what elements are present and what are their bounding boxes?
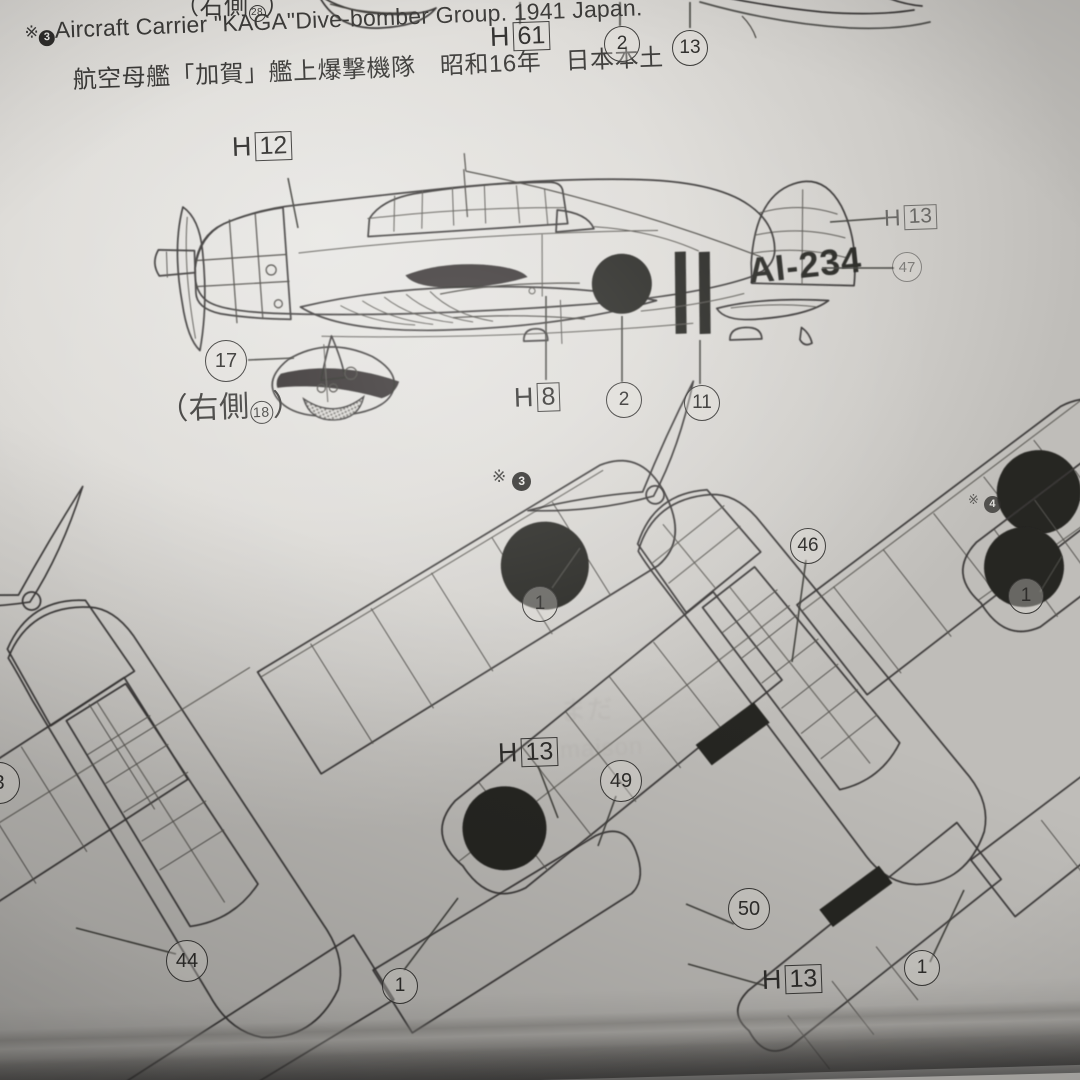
- label-h13-tail: H 13: [884, 204, 938, 231]
- h-number: 8: [535, 382, 561, 413]
- h-prefix: H: [231, 131, 253, 163]
- plan-view-left: [0, 459, 677, 1080]
- scheme-number-3: 3: [38, 29, 56, 46]
- callout-44: 44: [166, 940, 208, 982]
- top-cutoff-artwork: [320, 0, 931, 39]
- label-h12: H 12: [231, 130, 293, 163]
- h-prefix: H: [883, 204, 902, 231]
- callout-side-2: 2: [606, 382, 642, 418]
- scheme-number-3-center: 3: [512, 471, 532, 491]
- h-number: 13: [903, 204, 938, 231]
- h-prefix: H: [489, 21, 511, 53]
- marker-scheme-4-right: ※4: [968, 488, 1001, 513]
- h-number: 12: [253, 130, 293, 162]
- callout-top-13: 13: [672, 30, 708, 66]
- leader-lines: [75, 2, 1063, 987]
- callout-46: 46: [790, 528, 826, 564]
- asterisk-mark: ※: [24, 22, 40, 42]
- plan-view-center: [441, 380, 1080, 1070]
- side-profile-aircraft: [153, 153, 856, 421]
- label-h8: H 8: [513, 382, 561, 413]
- svg-text:AI-234: AI-234: [746, 239, 864, 292]
- plan-view-right-edge: [961, 420, 1080, 633]
- callout-17: 17: [205, 340, 247, 382]
- circ-28: 28: [248, 4, 266, 22]
- marker-scheme-3-center: ※3: [492, 462, 532, 491]
- h-number: 61: [511, 20, 551, 52]
- label-h13-center-upper: H 13: [497, 736, 559, 769]
- callout-right-edge-1: 1: [1008, 578, 1044, 614]
- asterisk-mark: ※: [492, 467, 507, 486]
- callout-side-11: 11: [684, 385, 720, 421]
- asterisk-mark: ※: [968, 492, 979, 507]
- h-prefix: H: [497, 737, 519, 769]
- tail-code-marking: AI-234: [746, 239, 864, 292]
- circ-18: 18: [249, 400, 274, 424]
- label-h61: H 61: [489, 20, 551, 53]
- callout-47: 47: [892, 252, 922, 282]
- callout-49: 49: [600, 760, 642, 802]
- scheme-number-4: 4: [983, 496, 1001, 513]
- callout-center-1-wingtip: 1: [522, 586, 558, 622]
- h-prefix: H: [513, 382, 535, 413]
- callout-top-2: 2: [604, 26, 640, 62]
- h-number: 13: [519, 736, 559, 768]
- callout-50: 50: [728, 888, 770, 930]
